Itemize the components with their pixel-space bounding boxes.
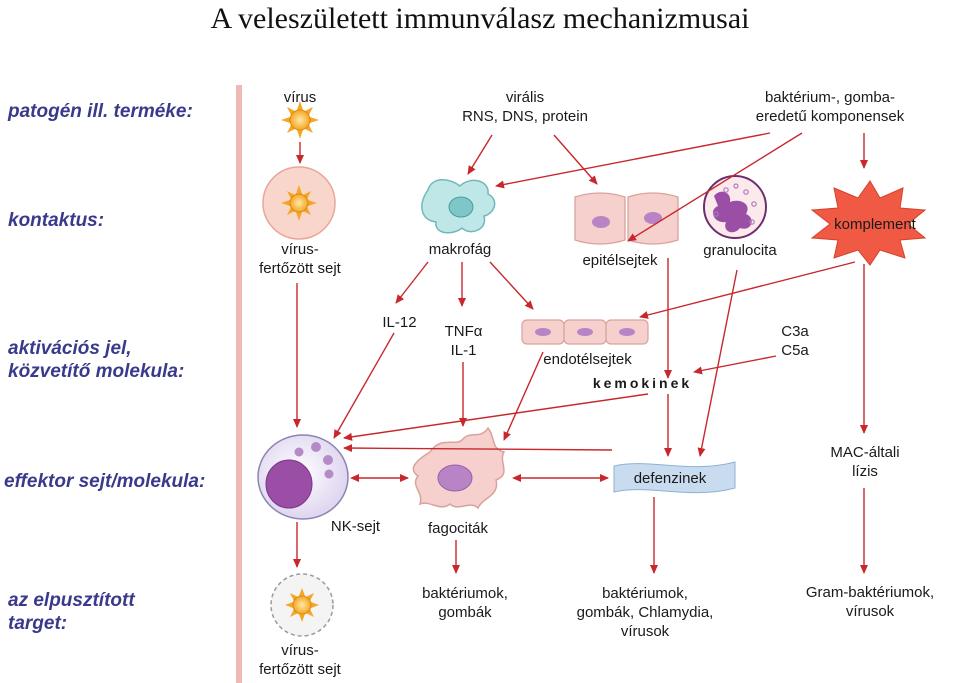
- label-target3-2: gombák, Chlamydia,: [576, 604, 714, 621]
- label-defensins: defenzinek: [633, 470, 707, 487]
- row-label-activation-1: aktivációs jel,: [8, 338, 132, 359]
- arrow-endothelial-to-phagocyte: [503, 351, 544, 441]
- label-bact-2: eredetű komponensek: [755, 108, 905, 125]
- arrow-macrophage-to-endothelial: [489, 261, 534, 310]
- label-epithelial: epitélsejtek: [582, 252, 658, 269]
- label-target-infected-2: fertőzött sejt: [259, 661, 341, 678]
- arrow-il12-to-nk: [333, 332, 395, 439]
- dead-infected-cell-icon: [270, 573, 334, 637]
- arrows: [293, 132, 868, 574]
- arrow-viral-to-epithelial: [553, 134, 598, 185]
- endothelial-cells-icon: [521, 319, 649, 345]
- label-tnf: TNFα: [444, 323, 483, 340]
- arrow-bact-to-granulocyte: [627, 132, 803, 242]
- arrow-c3a-to-chemokines: [693, 355, 777, 375]
- label-virus: vírus: [283, 89, 317, 106]
- label-chemokines: kemokinek: [592, 375, 693, 391]
- granulocyte-icon: [703, 175, 767, 239]
- column-divider: [236, 85, 242, 683]
- label-mac-2: lízis: [852, 463, 878, 480]
- arrow-granulocyte-to-defensins: [697, 269, 738, 457]
- label-viral-1: virális: [505, 89, 545, 106]
- row-label-contact: kontaktus:: [8, 210, 105, 231]
- nk-cell-icon: [257, 434, 349, 520]
- complement-icon: [810, 180, 927, 266]
- arrow-viral-to-macrophage: [467, 134, 493, 175]
- label-il1: IL-1: [450, 342, 477, 359]
- label-il12: IL-12: [382, 314, 417, 331]
- virus-icon: [281, 101, 319, 139]
- label-target4-2: vírusok: [845, 603, 895, 620]
- phagocyte-icon: [412, 426, 506, 510]
- arrow-chemokines-to-nk: [343, 393, 649, 441]
- label-target2-1: baktériumok,: [422, 585, 508, 602]
- label-c5a: C5a: [781, 342, 809, 359]
- label-viral-2: RNS, DNS, protein: [462, 108, 588, 125]
- label-mac-1: MAC-általi: [830, 444, 900, 461]
- infected-cell-icon: [262, 166, 336, 240]
- label-granulocyte: granulocita: [703, 242, 777, 259]
- arrow-complement-to-endothelial: [639, 261, 856, 319]
- page-title: A veleszületett immunválasz mechanizmusa…: [210, 2, 750, 35]
- epithelial-cells-icon: [574, 192, 679, 245]
- row-label-effector: effektor sejt/molekula:: [4, 471, 206, 492]
- row-label-activation-2: közvetítő molekula:: [8, 361, 185, 382]
- row-label-pathogen: patogén ill. terméke:: [8, 101, 193, 122]
- defensins-banner: [613, 461, 736, 494]
- label-target3-3: vírusok: [620, 623, 670, 640]
- arrow-defensins-to-nk: [343, 444, 613, 453]
- label-phagocytes: fagociták: [427, 520, 489, 537]
- label-target3-1: baktériumok,: [602, 585, 688, 602]
- row-label-target-1: az elpusztított: [8, 590, 135, 611]
- label-macrophage: makrofág: [428, 241, 492, 258]
- label-bact-1: baktérium-, gomba-: [764, 89, 896, 106]
- label-c3a: C3a: [781, 323, 809, 340]
- label-target2-2: gombák: [438, 604, 492, 621]
- label-infected-2: fertőzött sejt: [259, 260, 341, 277]
- arrow-bact-to-macrophage: [495, 132, 771, 189]
- label-target4-1: Gram-baktériumok,: [805, 584, 935, 601]
- label-complement: komplement: [834, 216, 916, 233]
- label-infected-1: vírus-: [281, 241, 319, 258]
- label-endothelial: endotélsejtek: [543, 351, 632, 368]
- row-label-target-2: target:: [8, 613, 68, 634]
- label-target-infected-1: vírus-: [281, 642, 319, 659]
- label-nk: NK-sejt: [330, 518, 381, 535]
- arrow-macrophage-to-il12: [395, 261, 429, 304]
